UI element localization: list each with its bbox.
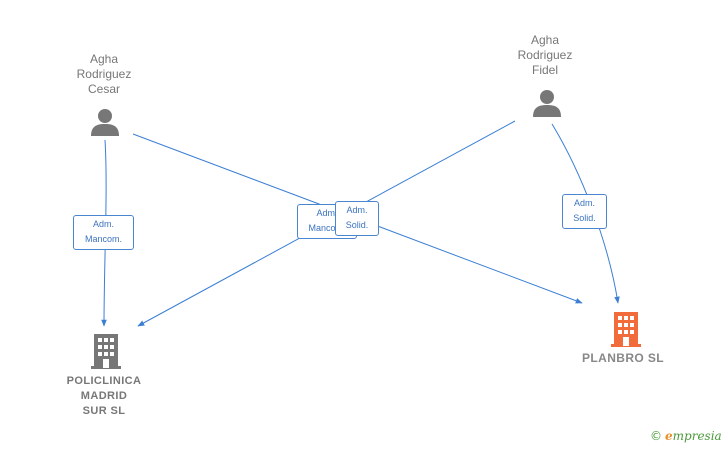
company-name-policlinica[interactable]: POLICLINICA MADRID SUR SL bbox=[66, 375, 142, 417]
copyright-symbol: © bbox=[650, 429, 662, 443]
building-icon[interactable] bbox=[611, 312, 641, 347]
company-name-planbro[interactable]: PLANBRO SL bbox=[582, 351, 664, 365]
person-icon[interactable] bbox=[533, 90, 561, 117]
brand-initial: e bbox=[665, 429, 673, 443]
person-name-cesar[interactable]: Agha Rodriguez Cesar bbox=[76, 52, 132, 96]
brand-name: mpresia bbox=[672, 429, 722, 443]
relation-label-fidel-planbro[interactable]: Adm. Solid. bbox=[562, 194, 607, 229]
person-name-fidel[interactable]: Agha Rodriguez Fidel bbox=[517, 33, 573, 77]
relation-label-fidel-policlinica[interactable]: Adm. Solid. bbox=[335, 201, 379, 236]
relation-label-cesar-policlinica[interactable]: Adm. Mancom. bbox=[73, 215, 134, 250]
building-icon[interactable] bbox=[91, 334, 121, 369]
person-icon[interactable] bbox=[91, 109, 119, 136]
brand-logo: ©empresia bbox=[650, 429, 722, 443]
